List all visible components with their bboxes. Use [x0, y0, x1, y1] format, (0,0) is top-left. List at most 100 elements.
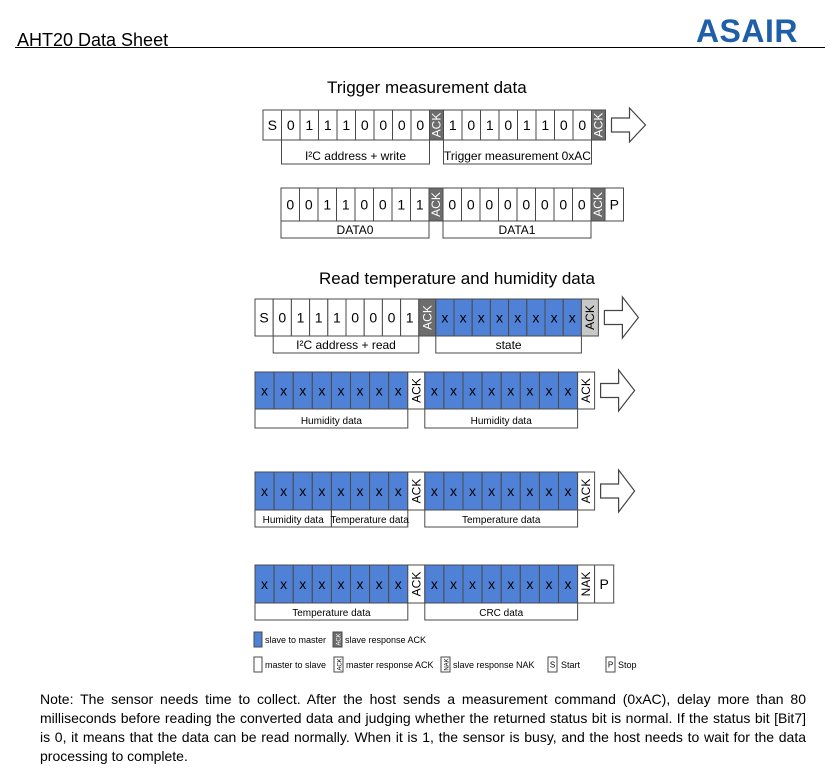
bit-value: x — [469, 483, 476, 499]
field-label: Temperature data — [292, 608, 371, 619]
bit-cell: 0 — [535, 187, 555, 222]
bit-cell: ACK — [407, 564, 426, 604]
ack-label: ACK — [409, 378, 423, 403]
bit-value: x — [565, 483, 572, 499]
bit-cell: 0 — [363, 298, 383, 337]
bit-cell: P — [594, 564, 615, 604]
bit-cell: x — [508, 298, 528, 337]
bit-cell: 0 — [373, 109, 393, 141]
bit-cell: x — [254, 564, 275, 604]
continue-arrow-icon — [603, 295, 640, 340]
ack-label: ACK — [579, 479, 593, 504]
bit-value: x — [450, 383, 457, 399]
bit-value: x — [280, 483, 287, 499]
bit-value: 0 — [504, 197, 512, 213]
bit-value: 1 — [315, 310, 323, 326]
bit-cell: 0 — [442, 187, 462, 222]
bit-cell: x — [562, 298, 582, 337]
bit-value: 0 — [379, 197, 387, 213]
bit-cell: 0 — [553, 187, 573, 222]
bit-value: 1 — [305, 117, 313, 133]
bit-cell: 1 — [336, 187, 356, 222]
bit-cell: 0 — [498, 109, 518, 141]
bit-value: 0 — [578, 197, 586, 213]
bit-value: x — [488, 383, 495, 399]
field-label: Temperature data — [462, 515, 541, 526]
bit-value: 0 — [578, 117, 586, 133]
bit-value: x — [569, 310, 576, 326]
ack-label: ACK — [429, 192, 443, 217]
legend-swatch — [547, 656, 558, 673]
bit-cell: x — [388, 564, 409, 604]
bit-cell: NAK — [577, 564, 596, 604]
bit-value: x — [357, 576, 364, 592]
bit-value: 0 — [351, 310, 359, 326]
field-label: Trigger measurement 0xAC — [444, 149, 591, 163]
legend-swatch — [332, 631, 343, 648]
bit-cell: x — [369, 371, 390, 410]
bit-cell: 1 — [317, 187, 337, 222]
bit-cell: 0 — [572, 109, 592, 141]
bit-cell: x — [388, 471, 409, 511]
bit-value: x — [460, 310, 467, 326]
bit-cell: 0 — [345, 298, 365, 337]
bit-cell: x — [481, 371, 502, 410]
field-label: CRC data — [479, 608, 523, 619]
field-bracket — [254, 603, 409, 621]
bit-value: x — [545, 576, 552, 592]
bit-cell: x — [500, 371, 521, 410]
bit-value: 0 — [398, 117, 406, 133]
bit-value: 0 — [416, 117, 424, 133]
bit-cell: x — [519, 471, 540, 511]
bit-cell: x — [443, 471, 464, 511]
bit-cell: x — [526, 298, 546, 337]
bit-value: x — [261, 576, 268, 592]
field-label: Temperature data — [330, 515, 409, 526]
brand-logo: ASAIR — [695, 13, 798, 49]
bit-value: x — [488, 483, 495, 499]
bit-cell: P — [604, 187, 624, 222]
bit-value: P — [610, 197, 619, 213]
bit-cell: 1 — [535, 109, 555, 141]
bit-cell-box — [604, 187, 624, 222]
bit-cell: x — [462, 371, 483, 410]
field-bracket — [272, 336, 420, 354]
bit-cell: x — [538, 371, 560, 410]
field-bracket — [424, 603, 579, 621]
bit-cell-box — [580, 298, 599, 337]
bit-value: x — [299, 576, 306, 592]
bit-cell: ACK — [418, 298, 437, 337]
legend-label: master response ACK — [346, 660, 434, 670]
bit-cell: x — [369, 471, 390, 511]
bit-cell: x — [254, 471, 275, 511]
bit-value: 0 — [360, 197, 368, 213]
bit-value: x — [376, 383, 383, 399]
bit-cell: x — [558, 471, 579, 511]
bit-cell: 0 — [498, 187, 518, 222]
legend-swatch — [605, 656, 616, 673]
bit-value: 0 — [379, 117, 387, 133]
bit-cell: x — [424, 371, 445, 410]
bit-cell: x — [538, 564, 560, 604]
bit-cell-box — [577, 471, 596, 511]
legend-swatch — [253, 631, 263, 648]
bit-cell: 0 — [280, 187, 300, 222]
bit-value: x — [532, 310, 539, 326]
bit-value: x — [551, 310, 558, 326]
bit-cell: 0 — [354, 187, 374, 222]
bit-cell: x — [369, 564, 390, 604]
bit-cell: 0 — [461, 187, 481, 222]
bit-value: x — [376, 576, 383, 592]
bit-cell: 0 — [299, 187, 319, 222]
bit-value: 1 — [324, 117, 332, 133]
legend-mark: ACK — [337, 633, 343, 645]
bit-value: 1 — [406, 310, 414, 326]
bit-cell: ACK — [429, 109, 444, 141]
bit-cell: x — [443, 564, 464, 604]
header-rule — [15, 47, 825, 48]
bit-cell: 0 — [272, 298, 292, 337]
ack-label: ACK — [409, 479, 423, 504]
field-bracket — [424, 409, 579, 429]
